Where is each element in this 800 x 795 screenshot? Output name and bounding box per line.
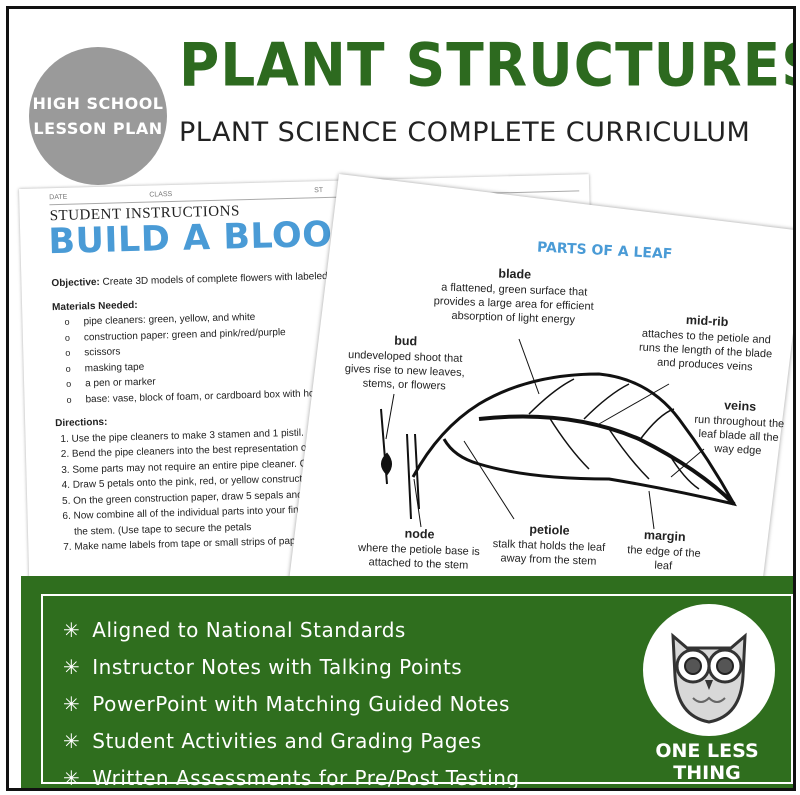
label-bud: bud undeveloped shoot that gives rise to…: [334, 332, 476, 395]
label-midrib: mid-rib attaches to the petiole and runs…: [630, 310, 783, 376]
label-desc: stalk that holds the leaf away from the …: [492, 538, 606, 568]
badge-line-1: HIGH SCHOOL: [32, 94, 164, 113]
label-margin: margin the edge of the leaf: [618, 527, 710, 576]
grade-level-badge: HIGH SCHOOL LESSON PLAN: [29, 47, 167, 185]
feature-item: ✳ PowerPoint with Matching Guided Notes: [63, 686, 520, 723]
label-desc: a flattened, green surface that provides…: [433, 281, 594, 327]
feature-text: Student Activities and Grading Pages: [92, 729, 482, 753]
objective-label: Objective:: [51, 276, 100, 290]
label-desc: run throughout the leaf blade all the wa…: [694, 413, 785, 458]
label-petiole: petiole stalk that holds the leaf away f…: [478, 521, 619, 570]
brand-logo: ONE LESS THING: [633, 604, 781, 784]
objective-text: Create 3D models of complete flowers wit…: [102, 270, 328, 288]
asterisk-icon: ✳: [63, 618, 81, 642]
asterisk-icon: ✳: [63, 766, 81, 790]
page-title: PLANT STRUCTURES: [179, 30, 796, 100]
page-subtitle: PLANT SCIENCE COMPLETE CURRICULUM: [179, 117, 751, 148]
product-cover: HIGH SCHOOL LESSON PLAN PLANT STRUCTURES…: [6, 6, 796, 791]
asterisk-icon: ✳: [63, 692, 81, 716]
label-veins: veins run throughout the leaf blade all …: [688, 396, 791, 459]
feature-text: Aligned to National Standards: [92, 618, 406, 642]
owl-icon: [671, 632, 747, 724]
label-blade: blade a flattened, green surface that pr…: [433, 264, 595, 328]
label-desc: where the petiole base is attached to th…: [357, 541, 480, 572]
feature-item: ✳ Instructor Notes with Talking Points: [63, 649, 520, 686]
feature-text: PowerPoint with Matching Guided Notes: [92, 692, 510, 716]
label-node: node where the petiole base is attached …: [348, 525, 489, 574]
feature-box: ✳ Aligned to National Standards ✳ Instruct…: [41, 594, 793, 788]
feature-item: ✳ Aligned to National Standards: [63, 612, 520, 649]
field-date: DATE: [49, 193, 68, 202]
feature-item: ✳ Student Activities and Grading Pages: [63, 723, 520, 760]
label-desc: undeveloped shoot that gives rise to new…: [344, 349, 465, 393]
feature-item: ✳ Written Assessments for Pre/Post Testin…: [63, 760, 520, 790]
label-desc: attaches to the petiole and runs the len…: [638, 327, 773, 374]
field-st: ST: [314, 187, 324, 195]
materials-list: pipe cleaners: green, yellow, and white …: [52, 307, 354, 408]
field-class: CLASS: [149, 190, 173, 199]
feature-text: Instructor Notes with Talking Points: [92, 655, 463, 679]
feature-list: ✳ Aligned to National Standards ✳ Instruct…: [63, 612, 520, 790]
asterisk-icon: ✳: [63, 655, 81, 679]
owl-badge: [643, 604, 775, 736]
feature-text: Written Assessments for Pre/Post Testing: [92, 766, 520, 790]
label-desc: the edge of the leaf: [626, 544, 701, 573]
brand-name: ONE LESS THING: [655, 740, 759, 784]
asterisk-icon: ✳: [63, 729, 81, 753]
badge-line-2: LESSON PLAN: [33, 119, 163, 138]
instructions-title: BUILD A BLOOM: [47, 213, 369, 263]
feature-band: ✳ Aligned to National Standards ✳ Instruct…: [21, 576, 793, 788]
